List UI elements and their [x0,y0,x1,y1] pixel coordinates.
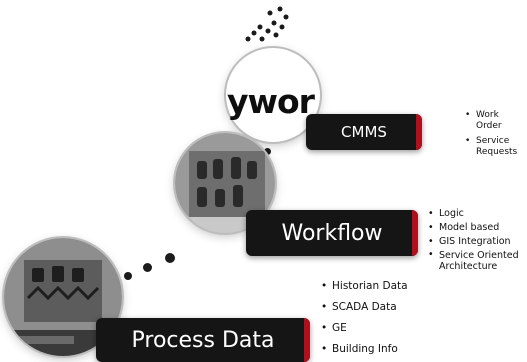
logo-text: ywor [227,82,315,121]
list-item: Service Oriented Architecture [428,249,527,272]
list-item: GE [321,318,408,339]
list-item: SCADA Data [321,297,408,318]
process-data-label: Process Data [131,327,275,353]
workflow-bullets: Logic Model based GIS Integration Servic… [428,207,527,272]
cmms-bullets: Work Order Service Requests [465,110,526,158]
workflow-banner: Workflow [246,210,418,256]
list-item: Logic [428,207,527,221]
list-item: Work Order [465,110,524,132]
cmms-label: CMMS [341,123,387,141]
workflow-label: Workflow [281,220,383,246]
list-item: Historian Data [321,276,408,297]
list-item: Model based [428,221,527,235]
connector-dot [264,148,271,155]
list-item: Service Requests [465,136,526,158]
process-data-bullets: Historian Data SCADA Data GE Building In… [321,276,408,360]
logo-molecule-icon [245,6,289,42]
connector-dot [143,263,152,272]
cmms-banner: CMMS [306,114,422,150]
connector-dot [124,272,132,280]
connector-dot [165,253,175,263]
list-item: Building Info [321,339,408,360]
process-data-banner: Process Data [96,318,310,362]
list-item: GIS Integration [428,235,527,249]
cmms-logo-circle [226,48,320,142]
